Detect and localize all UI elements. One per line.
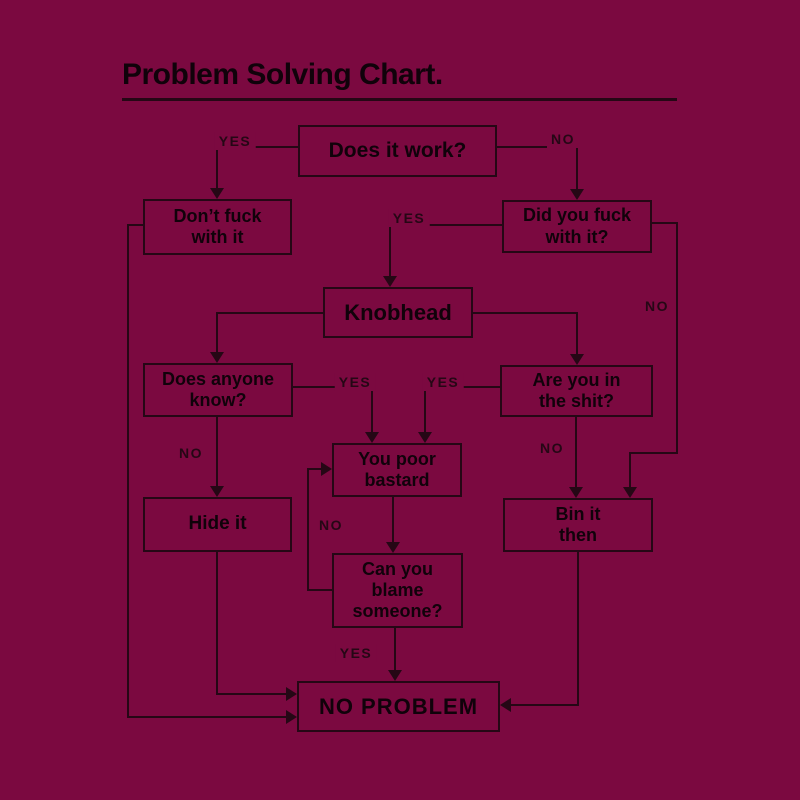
edge-label-no: NO — [315, 516, 347, 534]
edge-label-no: NO — [536, 439, 568, 457]
arrowhead-down-icon — [623, 487, 637, 498]
arrowhead-down-icon — [569, 487, 583, 498]
node-no-problem: NO PROBLEM — [297, 681, 500, 732]
node-label: NO PROBLEM — [318, 693, 479, 719]
edge-label-yes: YES — [334, 373, 376, 391]
line-segment — [216, 146, 218, 190]
line-segment — [576, 312, 578, 356]
node-label: bastard — [364, 470, 430, 490]
node-label: Don’t fuck — [173, 205, 262, 226]
line-segment — [630, 452, 678, 454]
node-label: with it? — [545, 226, 609, 247]
node-label: Does anyone — [161, 368, 275, 389]
edge-label-yes: YES — [214, 132, 256, 150]
arrowhead-right-icon — [286, 710, 297, 724]
arrowhead-down-icon — [418, 432, 432, 443]
arrowhead-left-icon — [500, 698, 511, 712]
node-bin-it-then: Bin it then — [503, 498, 653, 552]
arrowhead-right-icon — [286, 687, 297, 701]
line-segment — [128, 716, 288, 718]
line-segment — [128, 224, 143, 226]
edge-label-yes: YES — [388, 209, 430, 227]
arrowhead-right-icon — [321, 462, 332, 476]
line-segment — [424, 386, 426, 434]
line-segment — [629, 452, 631, 489]
arrowhead-down-icon — [365, 432, 379, 443]
node-label: Can you — [361, 558, 433, 579]
node-dont-fuck-with-it: Don’t fuck with it — [143, 199, 292, 255]
line-segment — [390, 224, 502, 226]
node-knobhead: Knobhead — [323, 287, 473, 338]
node-label: then — [559, 525, 597, 545]
node-are-you-in-the-shit: Are you in the shit? — [500, 365, 653, 417]
arrowhead-down-icon — [570, 189, 584, 200]
node-label: Did you fuck — [522, 205, 631, 226]
line-segment — [389, 224, 391, 278]
edge-label-no: NO — [175, 444, 207, 462]
node-label: Hide it — [188, 513, 247, 535]
line-segment — [216, 312, 218, 354]
node-label: know? — [189, 390, 247, 410]
line-segment — [217, 312, 323, 314]
node-label: blame — [371, 579, 424, 600]
arrowhead-down-icon — [570, 354, 584, 365]
line-segment — [216, 552, 218, 695]
line-segment — [217, 146, 298, 148]
line-segment — [575, 417, 577, 489]
line-segment — [577, 552, 579, 706]
line-segment — [576, 146, 578, 191]
node-label: the shit? — [539, 391, 614, 411]
line-segment — [392, 497, 394, 544]
line-segment — [293, 386, 372, 388]
arrowhead-down-icon — [210, 352, 224, 363]
line-segment — [394, 628, 396, 672]
node-does-anyone-know: Does anyone know? — [143, 363, 293, 417]
edge-label-no: NO — [641, 297, 673, 315]
edge-label-yes: YES — [335, 644, 377, 662]
node-label: someone? — [352, 601, 443, 622]
line-segment — [307, 468, 309, 591]
line-segment — [652, 222, 678, 224]
line-segment — [308, 468, 322, 470]
node-did-you-fuck-with-it: Did you fuck with it? — [502, 200, 652, 253]
line-segment — [497, 146, 577, 148]
line-segment — [217, 693, 288, 695]
node-label: Does it work? — [328, 138, 467, 162]
edge-label-yes: YES — [422, 373, 464, 391]
node-label: with it — [191, 227, 244, 247]
node-can-you-blame-someone: Can you blame someone? — [332, 553, 463, 628]
arrowhead-down-icon — [383, 276, 397, 287]
line-segment — [308, 589, 334, 591]
arrowhead-down-icon — [210, 486, 224, 497]
arrowhead-down-icon — [210, 188, 224, 199]
edge-label-no: NO — [547, 130, 579, 148]
node-hide-it: Hide it — [143, 497, 292, 552]
title-underline — [122, 98, 677, 101]
line-segment — [676, 222, 678, 454]
node-label: Bin it — [555, 503, 601, 524]
node-label: You poor — [358, 448, 436, 469]
arrowhead-down-icon — [388, 670, 402, 681]
line-segment — [509, 704, 579, 706]
node-you-poor-bastard: You poor bastard — [332, 443, 462, 497]
page-title: Problem Solving Chart. — [122, 58, 443, 91]
line-segment — [127, 224, 129, 718]
node-does-it-work: Does it work? — [298, 125, 497, 177]
line-segment — [473, 312, 577, 314]
line-segment — [371, 386, 373, 434]
line-segment — [216, 417, 218, 488]
arrowhead-down-icon — [386, 542, 400, 553]
node-label: Are you in — [532, 369, 621, 390]
node-label: Knobhead — [344, 299, 452, 325]
